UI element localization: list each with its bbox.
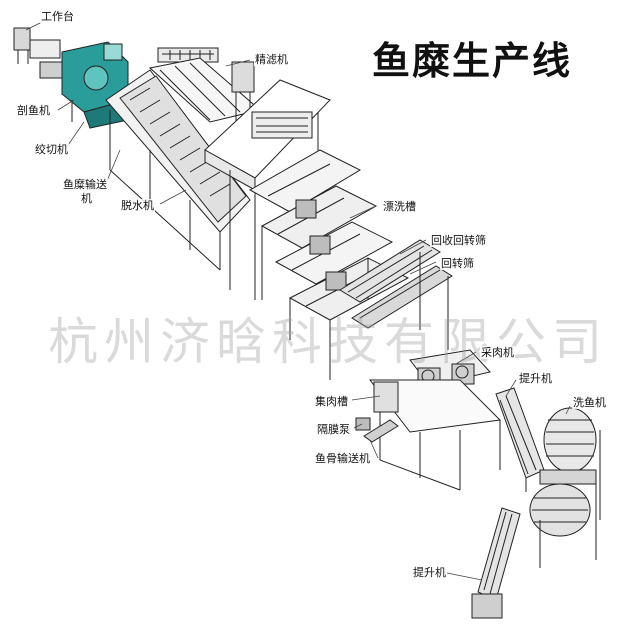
label-recycle-drum: 回收回转筛 [430,234,487,247]
label-mince-conveyor-2: 机 [80,192,93,205]
label-dewatering: 脱水机 [120,199,155,212]
label-mincer: 绞切机 [34,143,69,156]
elevator-1 [496,388,544,492]
label-fine-filter: 精滤机 [254,53,289,66]
mincer-machine [62,42,128,130]
label-mince-conveyor-1: 鱼糜输送 [62,178,108,191]
pump-and-bone-conveyor [356,418,398,442]
fish-washer-machine [530,408,600,568]
label-meat-tank: 集肉槽 [314,395,349,408]
diagram-title: 鱼糜生产线 [372,30,572,85]
label-fish-splitter: 剖鱼机 [16,104,51,117]
watermark: 杭州济晗科技有限公司 [48,302,608,374]
lower-frame [370,380,500,490]
label-workbench: 工作台 [40,10,75,23]
label-rotary-screen: 回转筛 [440,257,475,270]
label-fish-washer: 洗鱼机 [572,396,607,409]
label-bone-conveyor: 鱼骨输送机 [314,452,371,465]
label-diaphragm-pump: 隔膜泵 [316,423,351,436]
label-elevator-2: 提升机 [412,566,447,579]
label-elevator-1: 提升机 [518,372,553,385]
label-rinse-tank: 漂洗槽 [382,200,417,213]
label-meat-picker: 采肉机 [480,346,515,359]
elevator-2 [472,508,520,618]
workbench-machine [14,28,66,78]
